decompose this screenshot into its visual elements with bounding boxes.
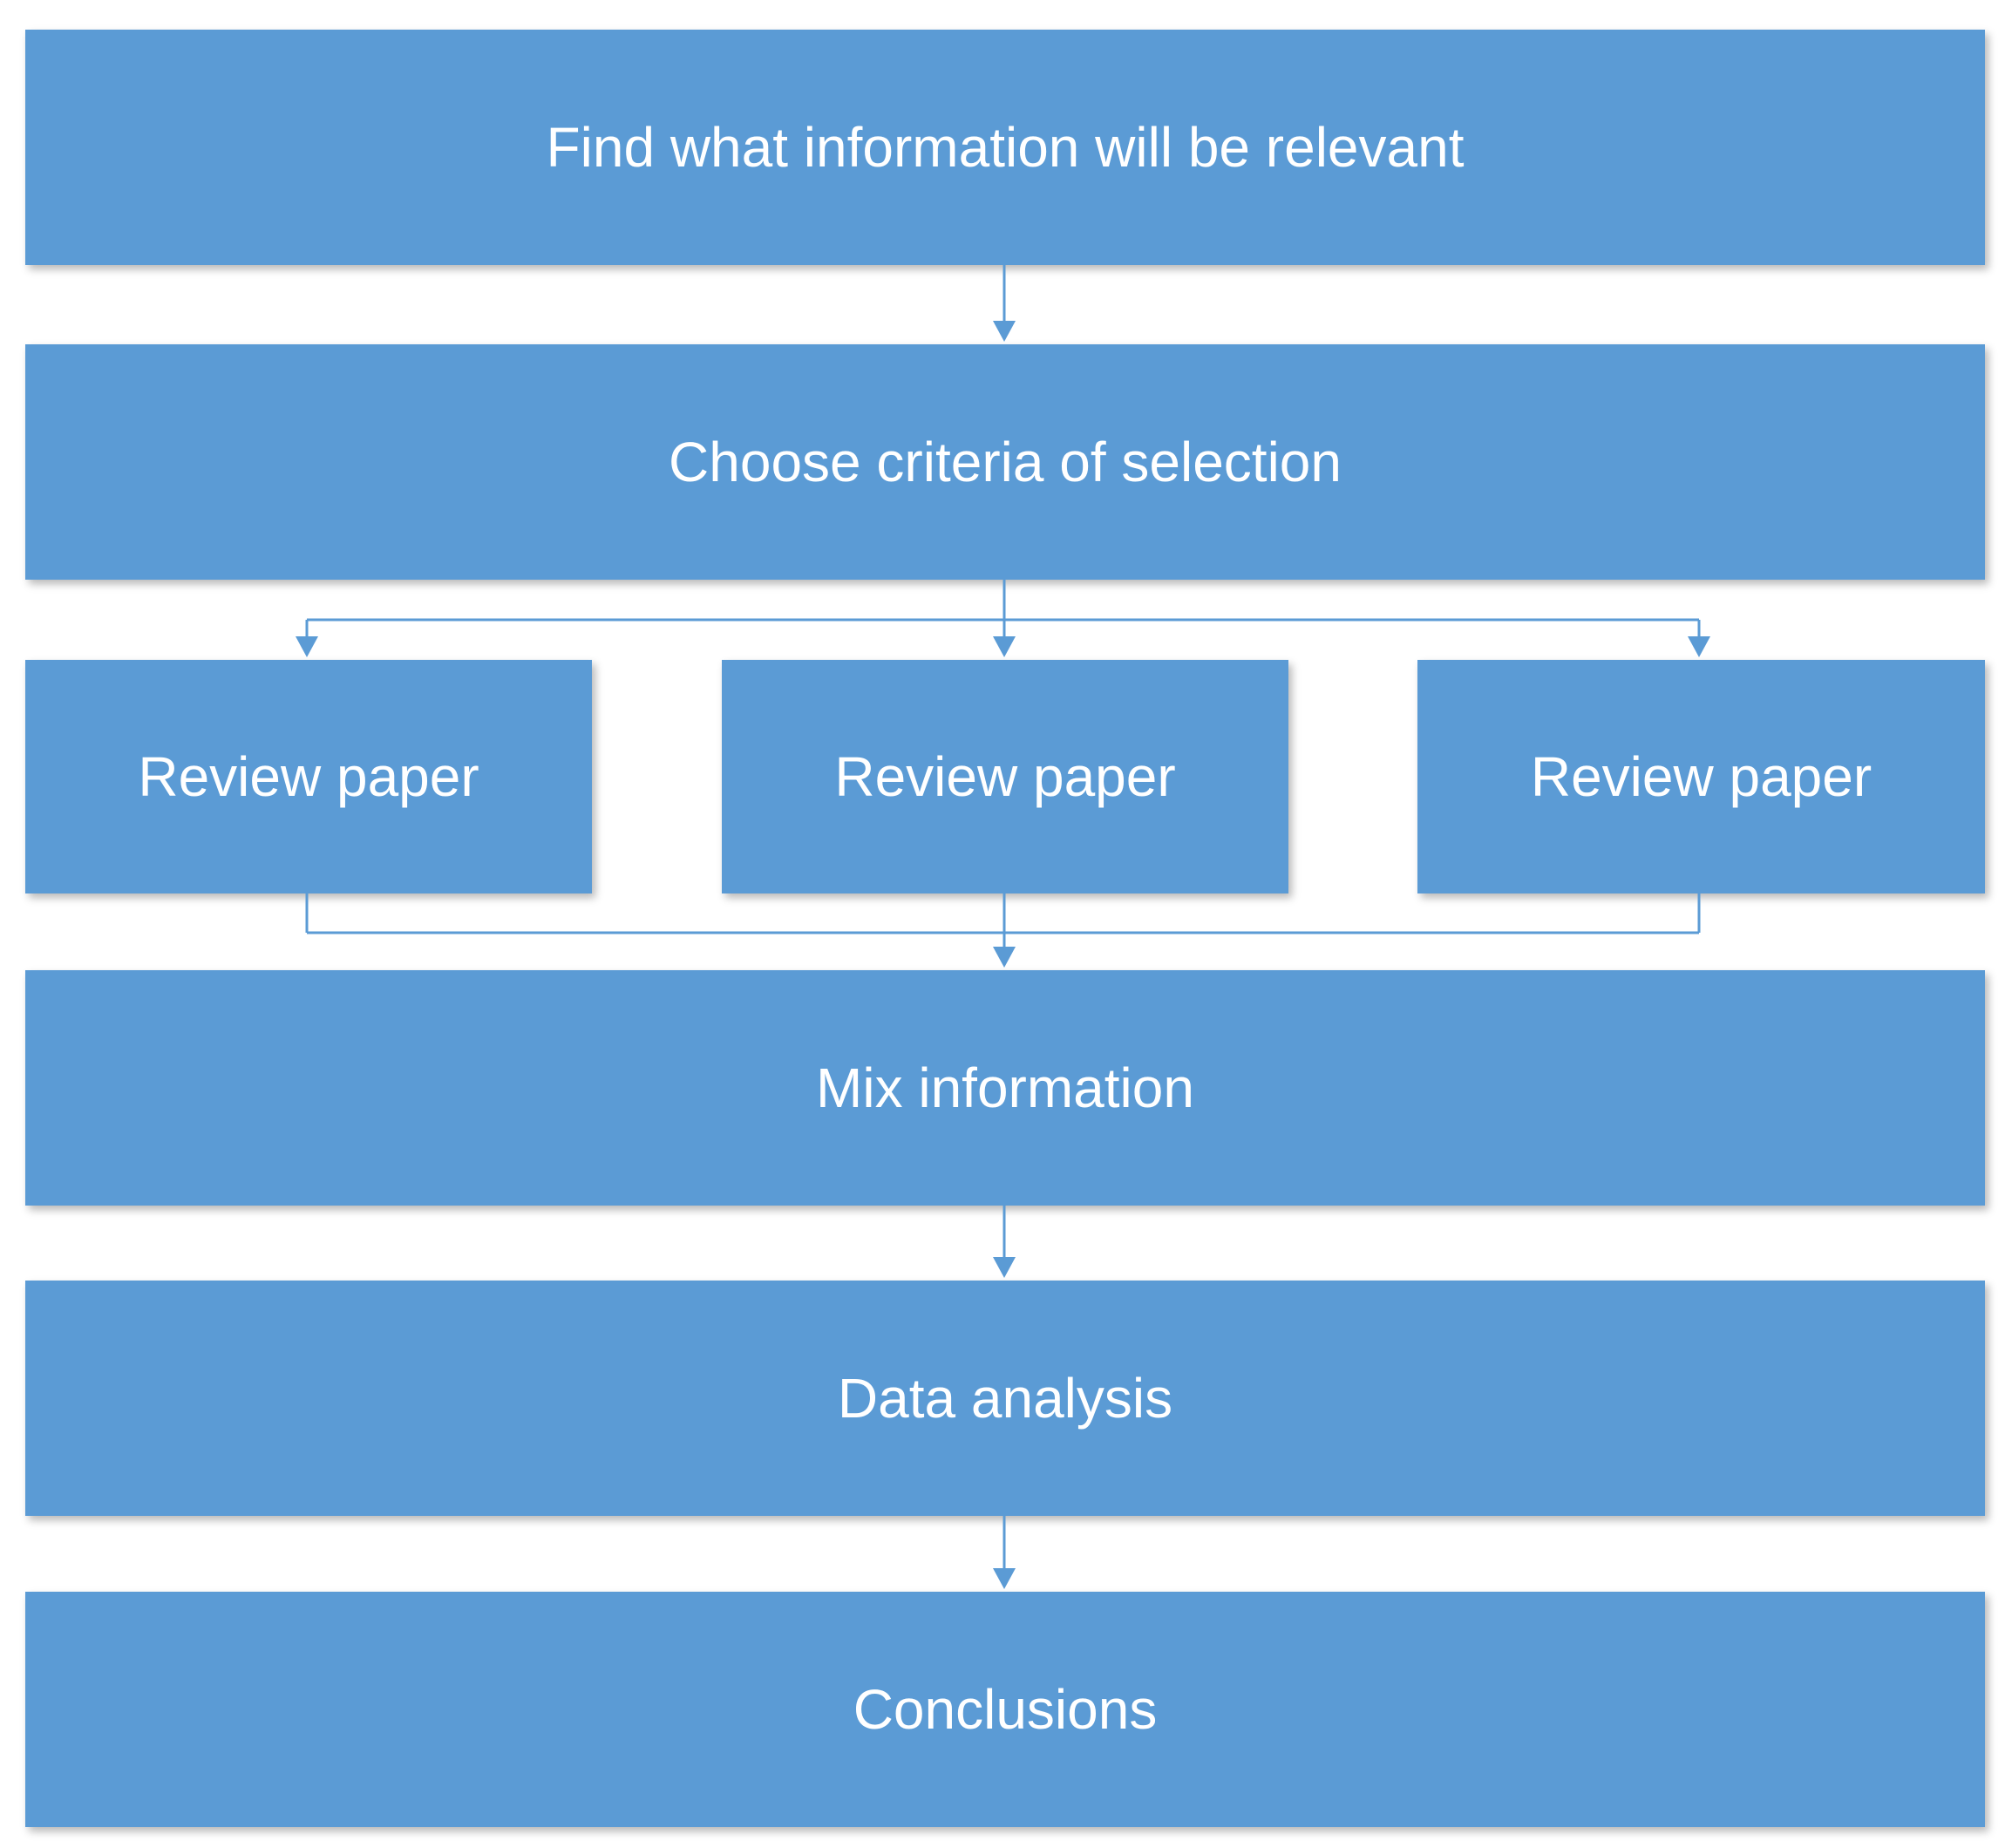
step-find-relevant-info: Find what information will be relevant: [25, 30, 1985, 265]
step-review-paper-3-label: Review paper: [1530, 745, 1872, 808]
arrowhead-to-criteria: [993, 321, 1016, 342]
step-choose-criteria-label: Choose criteria of selection: [669, 431, 1342, 493]
step-review-paper-2-label: Review paper: [834, 745, 1176, 808]
arrowhead-to-conclusions: [993, 1568, 1016, 1589]
step-review-paper-2: Review paper: [722, 660, 1288, 893]
step-conclusions: Conclusions: [25, 1592, 1985, 1827]
step-mix-information: Mix information: [25, 970, 1985, 1206]
arrowhead-to-analysis: [993, 1257, 1016, 1278]
step-mix-information-label: Mix information: [816, 1056, 1194, 1119]
step-find-relevant-info-label: Find what information will be relevant: [546, 116, 1465, 179]
step-data-analysis: Data analysis: [25, 1281, 1985, 1516]
arrowhead-to-review-2: [993, 636, 1016, 657]
arrowhead-to-review-3: [1688, 636, 1710, 657]
arrowhead-to-mix: [993, 947, 1016, 968]
step-conclusions-label: Conclusions: [853, 1678, 1158, 1741]
step-review-paper-3: Review paper: [1417, 660, 1985, 893]
step-data-analysis-label: Data analysis: [837, 1367, 1173, 1430]
step-review-paper-1: Review paper: [25, 660, 592, 893]
step-review-paper-1-label: Review paper: [138, 745, 479, 808]
arrowhead-to-review-1: [296, 636, 318, 657]
step-choose-criteria: Choose criteria of selection: [25, 344, 1985, 580]
